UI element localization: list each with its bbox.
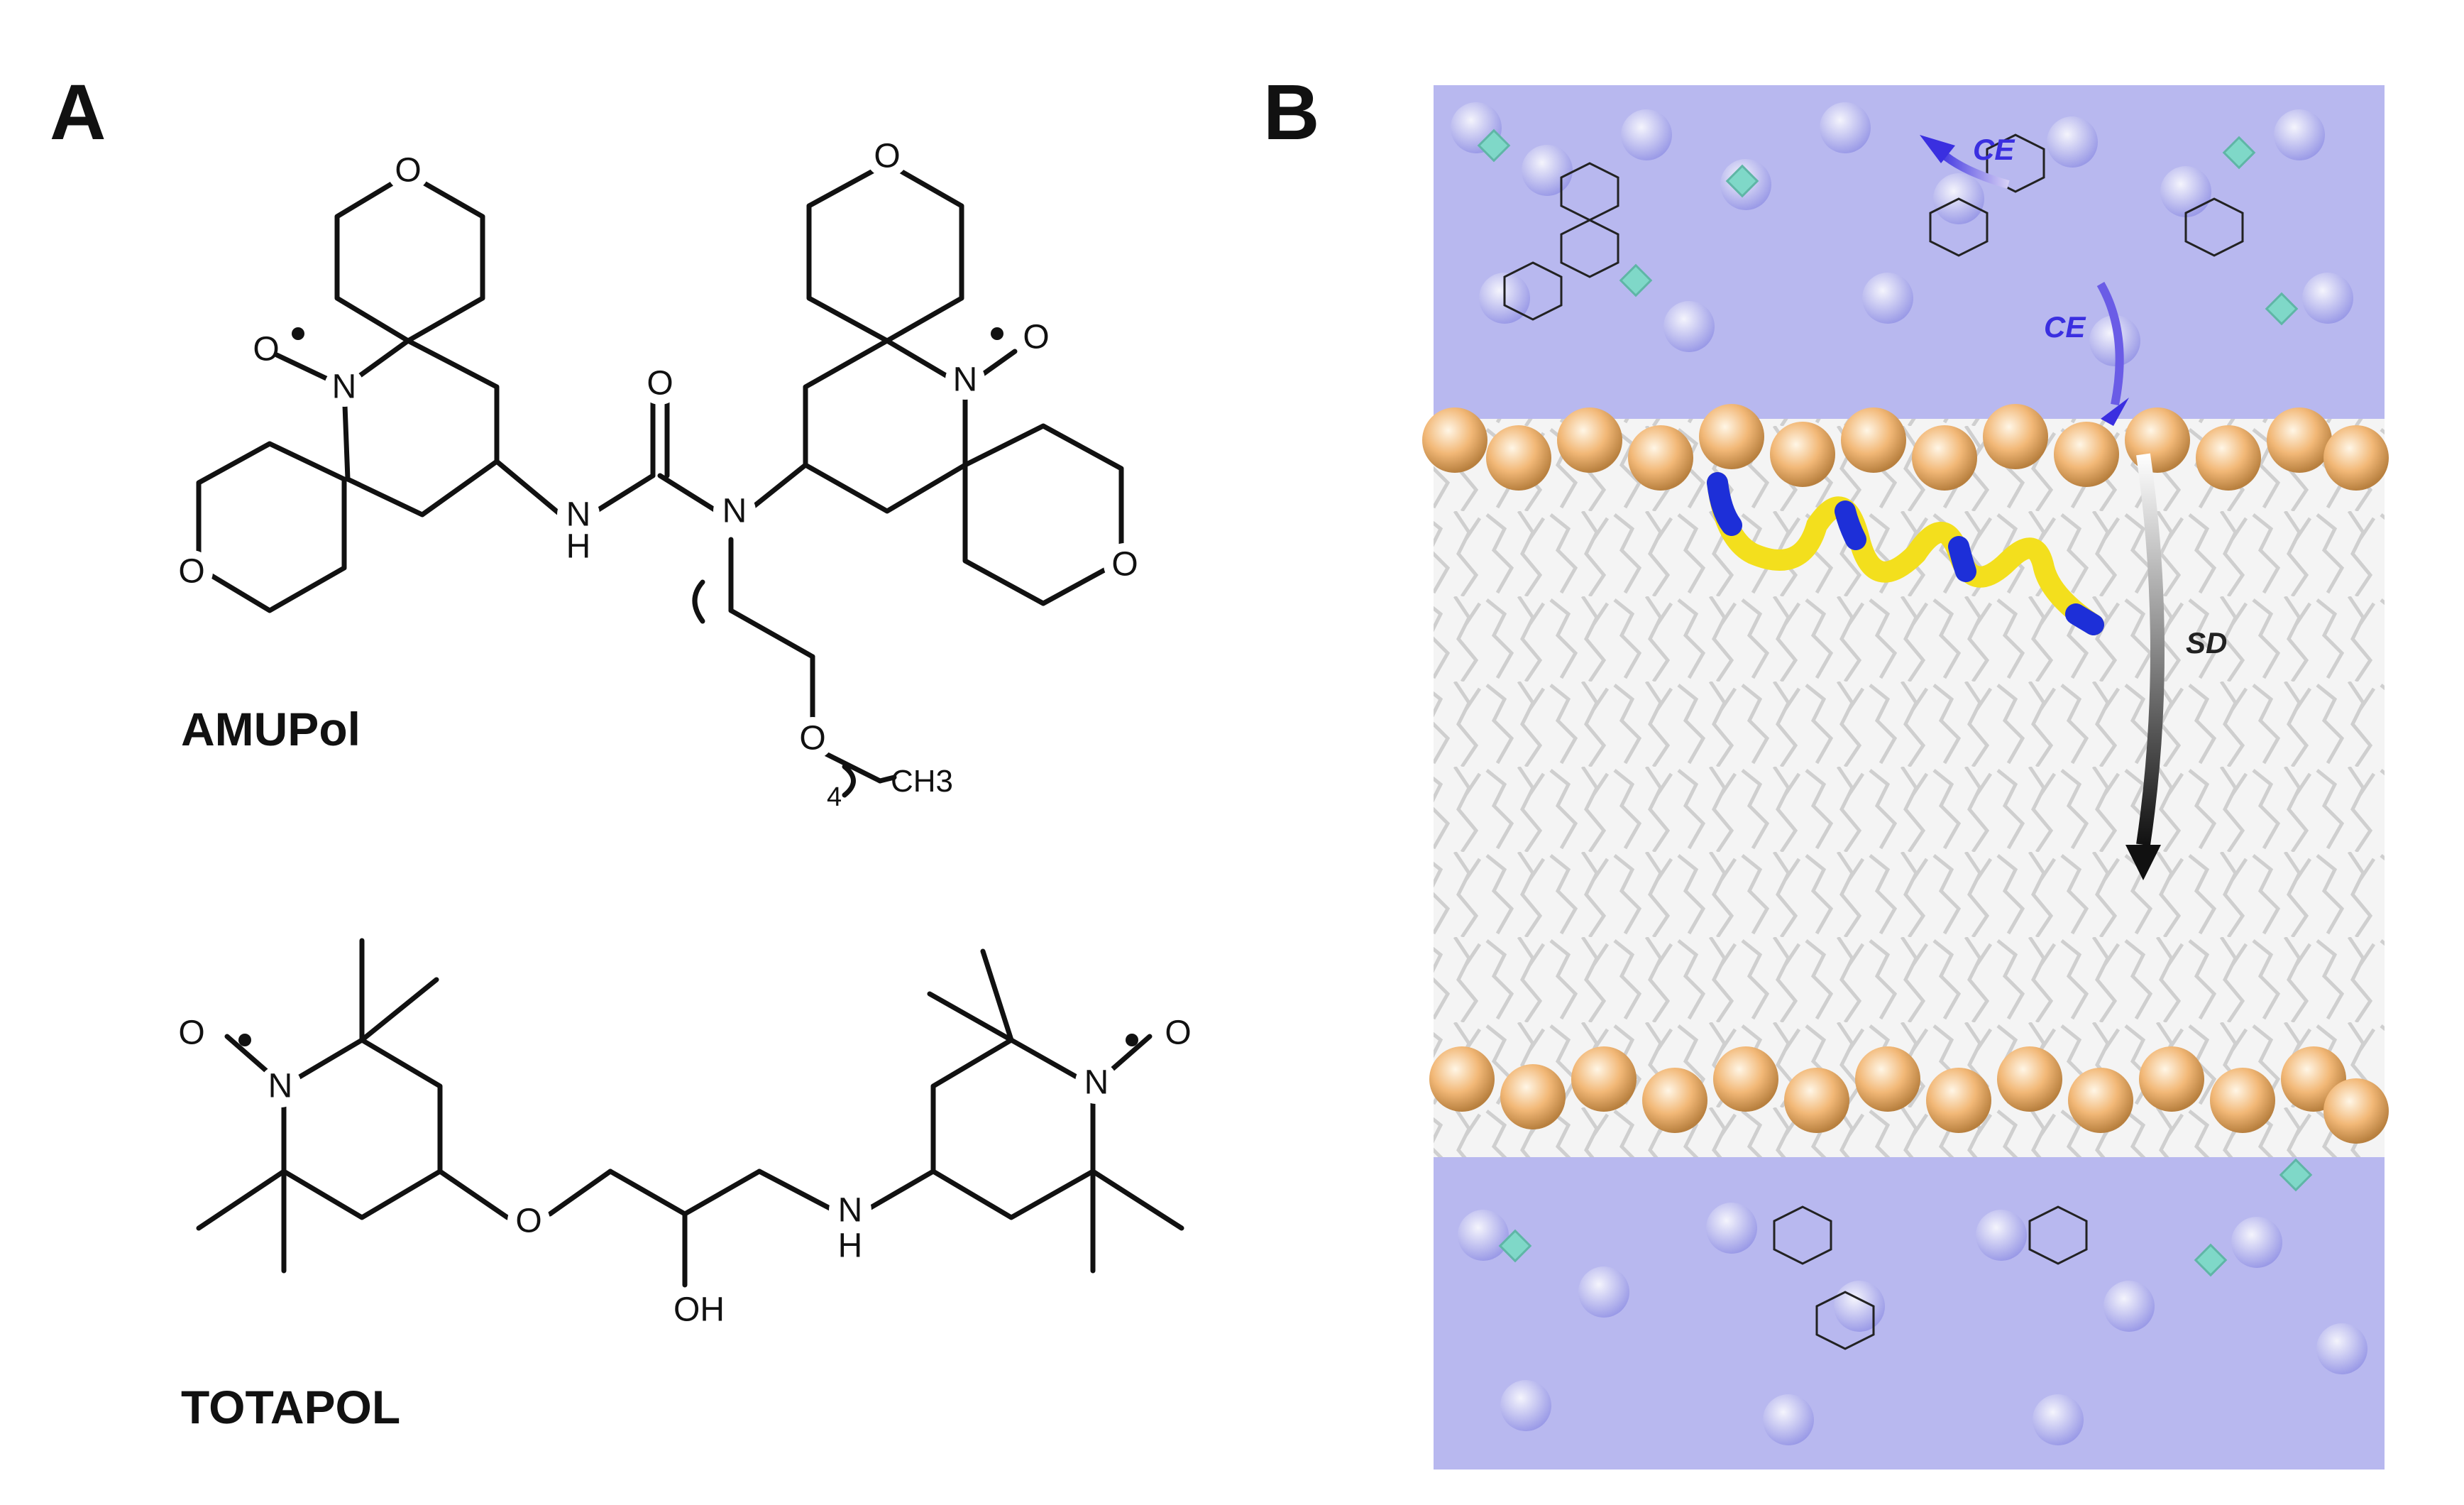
svg-text:O: O: [1111, 546, 1138, 584]
radical-dot: [238, 1034, 251, 1046]
svg-text:O: O: [647, 365, 673, 403]
svg-text:O: O: [178, 1014, 204, 1052]
svg-text:H: H: [838, 1227, 863, 1265]
ions: [1477, 128, 2313, 1277]
radical-dot: [292, 327, 304, 340]
amupol-name: AMUPol: [181, 703, 361, 755]
svg-text:N: N: [1084, 1064, 1109, 1102]
radical-dot: [991, 327, 1003, 340]
headgroups-bottom: [1429, 1046, 2389, 1144]
solvent-top-particles: [1451, 102, 2353, 366]
ce-arrow-top-head: [1920, 135, 1955, 163]
headgroups-top: [1422, 404, 2389, 491]
panel-b-label: B: [1263, 69, 1320, 156]
svg-text:O: O: [395, 152, 421, 190]
svg-text:CH3: CH3: [891, 764, 953, 799]
svg-text:H: H: [566, 528, 591, 566]
svg-text:4: 4: [827, 782, 842, 812]
solvent-top: [1434, 85, 2385, 419]
svg-text:O: O: [1023, 319, 1049, 356]
sd-arrow: [2136, 453, 2165, 846]
ce-arrow-side-head: [2101, 398, 2129, 426]
totapol-name: TOTAPOL: [181, 1381, 400, 1433]
panel-a-label: A: [50, 69, 106, 156]
radical-sketch-bottom: [1773, 1205, 2088, 1350]
panel-b-simulation: CE CE SD: [1422, 85, 2389, 1470]
totapol-structure: N O O OH N H N O TOTAPOL: [178, 938, 1192, 1433]
panel-a-structures: O N O O N H O N O CH3 4 O N O O: [170, 135, 1192, 1433]
sd-label: SD: [2186, 626, 2227, 660]
ce-label-side: CE: [2044, 310, 2086, 344]
radical-dot: [1126, 1034, 1138, 1046]
svg-text:OH: OH: [673, 1291, 725, 1329]
svg-text:O: O: [178, 553, 204, 591]
svg-text:O: O: [515, 1203, 541, 1240]
svg-text:O: O: [1165, 1014, 1191, 1052]
solvent-bottom-particles: [1458, 1203, 2367, 1445]
amupol-structure: O N O O N H O N O CH3 4 O N O O: [170, 135, 1146, 812]
svg-text:N: N: [268, 1068, 293, 1105]
svg-text:N: N: [838, 1192, 863, 1230]
svg-text:N: N: [332, 368, 357, 406]
totapol-atoms: N O O OH N H N O: [178, 1014, 1191, 1329]
svg-text:N: N: [566, 496, 591, 534]
ce-arrow-side: [2096, 282, 2124, 406]
svg-text:N: N: [953, 361, 978, 399]
radical-sketch-top-left: [1503, 162, 1619, 321]
amupol-atoms: O N O O N H O N O CH3 4 O N O O: [170, 135, 1146, 812]
peptide-helix: [1707, 472, 2104, 635]
svg-text:O: O: [253, 331, 279, 368]
svg-text:O: O: [799, 720, 825, 757]
sd-arrow-head: [2125, 845, 2161, 880]
svg-text:N: N: [722, 493, 747, 530]
svg-text:O: O: [874, 138, 900, 175]
ce-label-top: CE: [1973, 133, 2015, 166]
solvent-bottom: [1434, 1157, 2385, 1470]
